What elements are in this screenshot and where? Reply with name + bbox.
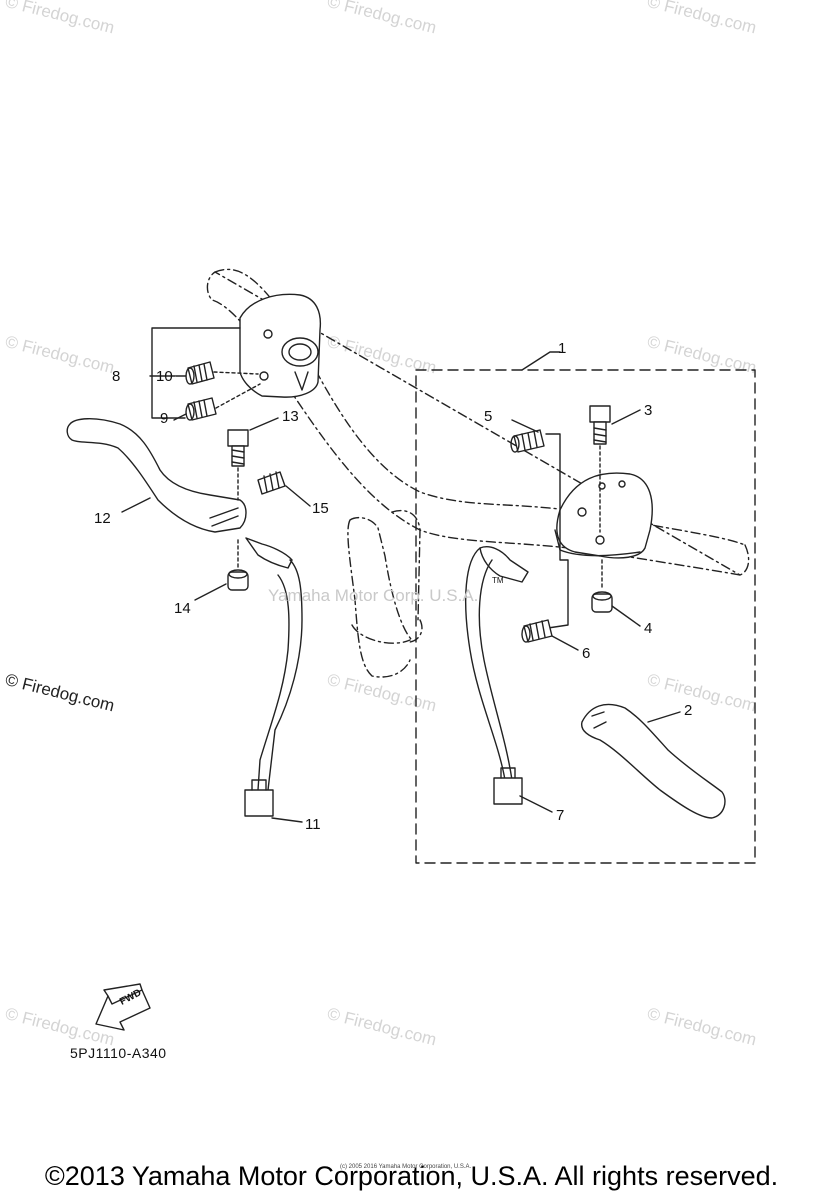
left-clutch-switch	[245, 537, 293, 569]
callout-13: 13	[282, 408, 299, 425]
tiny-credit: (c) 2005 2016 Yamaha Motor Corporation, …	[340, 1164, 472, 1170]
callout-9: 9	[160, 410, 169, 427]
callout-12: 12	[94, 510, 111, 527]
right-connector	[493, 777, 523, 805]
left-lever	[66, 418, 247, 533]
callout-11: 11	[305, 816, 321, 833]
callout-5: 5	[484, 408, 493, 425]
diagram-code: 5PJ1110-A340	[70, 1045, 167, 1061]
callout-3: 3	[644, 402, 653, 419]
trademark-mark: TM	[492, 576, 504, 585]
callout-7: 7	[556, 807, 565, 824]
lever-bracket-outline	[347, 509, 423, 678]
callout-14: 14	[174, 600, 191, 617]
center-watermark: Yamaha Motor Corp. U.S.A.	[268, 586, 479, 605]
nut-14	[227, 569, 249, 591]
callout-2: 2	[684, 702, 693, 719]
bolt-13	[227, 429, 249, 467]
right-brake-switch	[479, 546, 529, 583]
spring-15	[257, 471, 286, 495]
screw-10	[185, 361, 215, 385]
callout-10: 10	[156, 368, 173, 385]
left-connector	[244, 789, 274, 817]
screw-6	[521, 619, 553, 643]
right-switch-housing	[556, 472, 653, 559]
left-switch-button	[281, 337, 319, 367]
callout-15: 15	[312, 500, 329, 517]
right-lever	[581, 703, 726, 819]
bolt-3	[589, 405, 611, 445]
screw-9	[185, 397, 217, 421]
callout-1: 1	[558, 340, 567, 357]
callout-8: 8	[112, 368, 121, 385]
callout-4: 4	[644, 620, 653, 637]
nut-4	[591, 591, 613, 613]
copyright-footer: ©2013 Yamaha Motor Corporation, U.S.A. A…	[44, 1161, 779, 1191]
callout-6: 6	[582, 645, 591, 662]
assembly-box	[415, 369, 756, 864]
fwd-arrow-icon	[95, 983, 151, 1031]
screw-5	[510, 429, 545, 453]
left-switch-housing	[239, 293, 322, 398]
